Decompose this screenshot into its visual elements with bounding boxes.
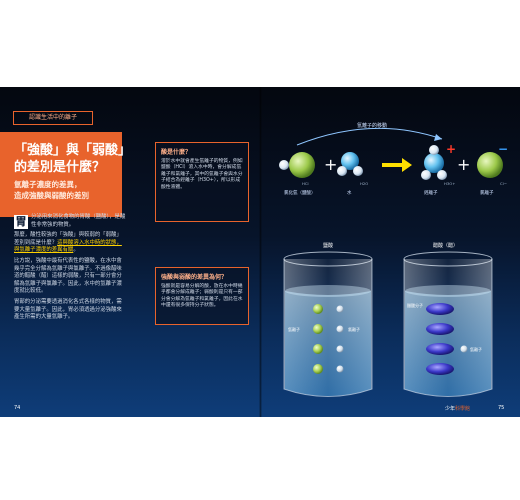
positive-charge: + <box>446 142 456 156</box>
book-spread: 認識生活中的離子 「強酸」與「弱酸」 的差別是什麼？ 氫離子濃度的差異， 造成強… <box>0 87 520 417</box>
dropcap: 胃 <box>14 215 28 229</box>
left-beaker <box>283 251 373 397</box>
page-title-line-1: 「強酸」與「弱酸」 <box>14 143 132 158</box>
hcl-label: 氯化氫（鹽酸） <box>284 189 316 196</box>
hydronium-molecule <box>421 145 447 180</box>
beakers-illustration: 鹽酸 氫離子 氯離子 醋酸（醋） 醋酸分子 <box>283 242 493 397</box>
hcl-molecule <box>279 152 315 178</box>
h3o-formula: H3O+ <box>444 181 455 186</box>
page-number-right: 75 <box>498 405 505 411</box>
h2o-formula: H2O <box>360 181 368 186</box>
info-box-what-is-acid: 酸是什麼？ 溶於水中就會產生氫離子的物質，例如鹽酸（HCl）溶入水中時，會分解成… <box>155 142 249 222</box>
plus-sign-2: + <box>457 155 470 174</box>
highlight-text: 這與酸溶入水中時的狀態，與氫離子濃度的差異有關 <box>14 239 122 254</box>
brand-logo: 少年科學館 <box>445 406 471 412</box>
water-molecule <box>337 152 363 176</box>
section-tag: 認識生活中的離子 <box>13 111 93 125</box>
subtitle-line-2: 造成強酸與弱酸的差別 <box>14 191 89 200</box>
paragraph-2: 那麼，酸性較強的「強酸」與較弱的「弱酸」差別到底是什麼？這與酸溶入水中時的狀態，… <box>14 232 122 254</box>
chloride-ion <box>477 152 503 178</box>
left-beaker-title: 鹽酸 <box>323 242 333 249</box>
reaction-illustration: 氫離子的移動 + + + − 氯化氫（鹽酸） 水 鋞離子 氯離子 HCl H <box>279 122 508 196</box>
info-box-title: 強酸與弱酸的差異為何？ <box>161 274 228 281</box>
page-title-line-2: 的差別是什麼？ <box>14 160 106 175</box>
proton-transfer-arrowhead <box>434 134 442 141</box>
arrow-label: 氫離子的移動 <box>357 122 387 129</box>
page-number-left: 74 <box>14 405 21 411</box>
paragraph-3: 比方說，強酸中最有代表性的鹽酸，在水中會幾乎完全分解為氫離子與氯離子。不過像醋味… <box>14 257 122 295</box>
subtitle-line-1: 氫離子濃度的差異， <box>14 180 82 189</box>
plus-sign-1: + <box>324 155 337 174</box>
negative-charge: − <box>498 142 508 156</box>
info-box-title: 酸是什麼？ <box>161 149 192 156</box>
proton-transfer-arrow <box>296 127 443 146</box>
info-box-text: 溶於水中就會產生氫離子的物質，例如鹽酸（HCl）溶入水中時，會分解成氫離子和氯離… <box>161 159 243 190</box>
right-molecule-label: 醋酸分子 <box>407 302 423 308</box>
paragraph-1: 胃分泌用來消化食物的胃酸（鹽酸），是酸性非常強的物質。 <box>14 214 126 229</box>
reaction-arrow <box>382 163 402 167</box>
hcl-formula: HCl <box>302 181 309 186</box>
right-beaker-molecules <box>426 303 468 375</box>
gutter-shadow <box>259 87 262 417</box>
h3o-label: 鋞離子 <box>424 189 438 196</box>
right-ion-label: 氫離子 <box>470 346 482 352</box>
right-beaker-title: 醋酸（醋） <box>433 242 458 249</box>
body-column: 胃分泌用來消化食物的胃酸（鹽酸），是酸性非常強的物質。 那麼，酸性較強的「強酸」… <box>14 214 127 325</box>
cl-formula: Cl− <box>500 181 507 186</box>
info-box-strong-weak: 強酸與弱酸的差異為何？ 強酸就是容易分解的酸，放在水中時幾乎都會分解成離子；弱酸… <box>155 267 249 325</box>
cl-label: 氯離子 <box>480 189 494 196</box>
info-box-text: 強酸就是容易分解的酸，放在水中時幾乎都會分解成離子；弱酸則是只有一部分會分解為氫… <box>161 284 243 309</box>
title-panel <box>0 132 122 217</box>
left-beaker-ions <box>313 304 344 374</box>
h2o-label: 水 <box>347 189 352 196</box>
reaction-arrowhead <box>402 158 412 172</box>
left-ion-label-1: 氫離子 <box>288 326 300 332</box>
paragraph-4: 胃部的分泌需要透過消化各式各樣的物質，需要大量氫離子。因此，胃必須透過分泌強酸來… <box>14 298 122 321</box>
left-ion-label-2: 氯離子 <box>348 326 360 332</box>
